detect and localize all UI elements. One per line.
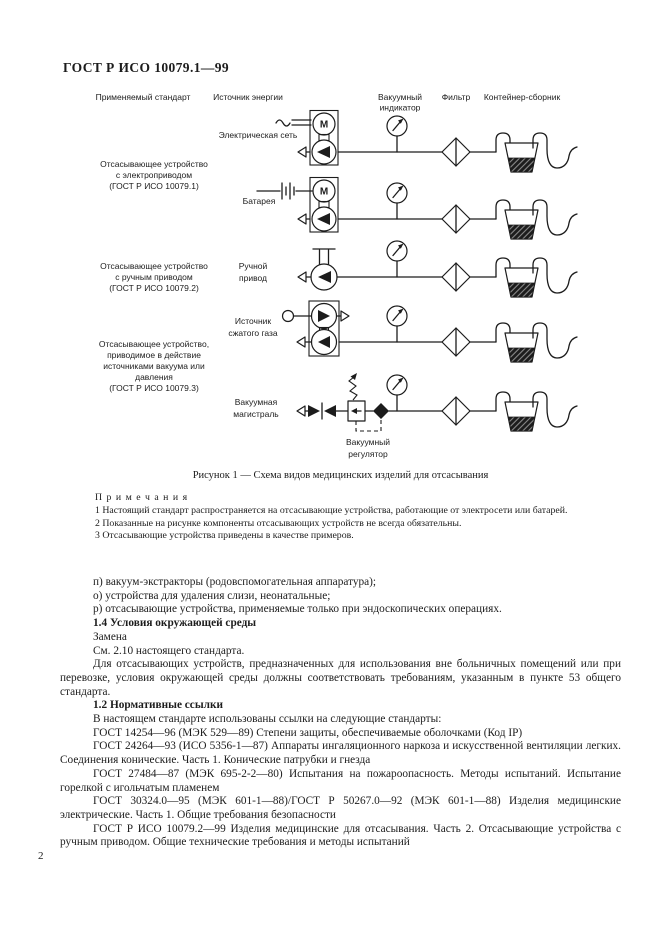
section-title-1-2: 1.2 Нормативные ссылки: [93, 699, 223, 712]
figure-caption: Рисунок 1 — Схема видов медицинских изде…: [192, 470, 489, 481]
svg-text:с ручным приводом: с ручным приводом: [115, 272, 193, 282]
hand-pump-icon: [297, 248, 338, 291]
list-item: п) вакуум-экстракторы (родовспомогательн…: [93, 576, 377, 588]
exhaust-arrow-icon: [340, 310, 350, 322]
label-vacuum-regulator: регулятор: [348, 449, 388, 459]
device-label-vacuum-pressure: Отсасывающее устройство, приводимое в де…: [99, 339, 209, 393]
label-vacuum-line: Вакуумная: [235, 397, 278, 407]
vacuum-gauge-icon: [386, 374, 408, 412]
label-vacuum-regulator: Вакуумный: [346, 437, 390, 447]
refs-intro: В настоящем стандарте использованы ссылк…: [93, 713, 442, 726]
col-header-filter: Фильтр: [442, 92, 471, 102]
svg-text:источниками вакуума или: источниками вакуума или: [103, 361, 205, 371]
col-header-vacuum-indicator: индикатор: [380, 103, 421, 113]
filter-icon: [441, 327, 471, 357]
vacuum-gauge-icon: [386, 240, 408, 278]
label-manual-drive: Ручной: [239, 261, 268, 271]
doc-header-title: ГОСТ Р ИСО 10079.1—99: [63, 60, 230, 75]
vacuum-regulator-icon: [347, 373, 366, 422]
label-battery: Батарея: [243, 196, 276, 206]
notes-block: П р и м е ч а н и я 1 Настоящий стандарт…: [63, 492, 620, 543]
row-compressed-gas: Источник сжатого газа: [228, 300, 578, 363]
col-header-container: Контейнер-сборник: [484, 92, 561, 102]
label-vacuum-line: магистраль: [233, 409, 279, 419]
replace-label: Замена: [93, 630, 127, 643]
svg-text:(ГОСТ Р ИСО 10079.1): (ГОСТ Р ИСО 10079.1): [109, 181, 199, 191]
row-electric-mains: Электрическая сеть M: [219, 109, 578, 173]
label-gas-source: Источник: [235, 316, 272, 326]
regulator-filter-icon: [373, 403, 389, 419]
gas-inlet-icon: [281, 309, 295, 323]
check-valve-icon: [308, 405, 320, 417]
battery-icon: [256, 182, 313, 200]
notes-title: П р и м е ч а н и я: [95, 492, 189, 503]
reference-item: ГОСТ 30324.0—95 (МЭК 601-1—88)/ГОСТ Р 50…: [60, 795, 621, 821]
see-reference: См. 2.10 настоящего стандарта.: [93, 644, 245, 657]
note-item: 2 Показанные на рисунке компоненты отсас…: [95, 517, 462, 529]
svg-text:с электроприводом: с электроприводом: [116, 170, 192, 180]
vacuum-gauge-icon: [386, 182, 408, 220]
suction-inlet-icon: [296, 405, 306, 417]
collector-container-icon: [495, 257, 578, 298]
vacuum-gauge-icon: [386, 305, 408, 343]
svg-text:Отсасывающее устройство: Отсасывающее устройство: [100, 261, 208, 271]
env-paragraph: Для отсасывающих устройств, предназначен…: [60, 658, 621, 698]
reference-item: ГОСТ Р ИСО 10079.2—99 Изделия медицински…: [60, 822, 621, 849]
collector-container-icon: [495, 132, 578, 173]
motor-pump-icon: [297, 109, 339, 166]
page-number: 2: [38, 850, 44, 862]
label-electric-mains: Электрическая сеть: [219, 130, 298, 140]
device-label-electric: Отсасывающее устройство с электроприводо…: [100, 159, 208, 191]
row-vacuum-line: Вакуумный регулятор Вакуумная магистраль: [233, 373, 578, 459]
col-header-vacuum-indicator: Вакуумный: [378, 92, 422, 102]
filter-icon: [441, 204, 471, 234]
col-header-applied-standard: Применяемый стандарт: [96, 92, 191, 102]
filter-icon: [441, 396, 471, 426]
col-header-energy-source: Источник энергии: [213, 92, 283, 102]
ac-mains-icon: [275, 119, 291, 127]
collector-container-icon: [495, 391, 578, 432]
list-item: о) устройства для удаления слизи, неонат…: [93, 589, 331, 602]
row-manual-drive: Ручной привод: [239, 240, 578, 298]
label-gas-source: сжатого газа: [228, 328, 278, 338]
vacuum-gauge-icon: [386, 115, 408, 153]
section-title-1-4: 1.4 Условия окружающей среды: [93, 617, 257, 630]
filter-icon: [441, 262, 471, 292]
reference-item: ГОСТ 14254—96 (МЭК 529—89) Степени защит…: [93, 726, 523, 739]
label-manual-drive: привод: [239, 273, 267, 283]
svg-text:Отсасывающее устройство: Отсасывающее устройство: [100, 159, 208, 169]
svg-text:Отсасывающее устройство,: Отсасывающее устройство,: [99, 339, 209, 349]
svg-text:давления: давления: [135, 372, 173, 382]
suction-inlet-icon: [296, 336, 306, 348]
svg-text:приводимое в действие: приводимое в действие: [107, 350, 201, 360]
venturi-unit-icon: [281, 300, 350, 357]
check-valve-icon: [324, 405, 336, 417]
motor-pump-icon: [297, 176, 339, 233]
body-text: п) вакуум-экстракторы (родовспомогательн…: [60, 576, 621, 850]
list-item: р) отсасывающие устройства, применяемые …: [93, 603, 502, 616]
regulator-callout-dashes: [355, 420, 382, 432]
note-item: 1 Настоящий стандарт распространяется на…: [95, 504, 568, 516]
svg-text:(ГОСТ Р ИСО 10079.2): (ГОСТ Р ИСО 10079.2): [109, 283, 199, 293]
collector-container-icon: [495, 199, 578, 240]
motor-letter: M: [320, 120, 328, 131]
figure-1-diagram: Применяемый стандарт Источник энергии Ва…: [96, 92, 578, 459]
filter-icon: [441, 137, 471, 167]
reference-item: ГОСТ 27484—87 (МЭК 695-2-2—80) Испытания…: [60, 767, 621, 794]
note-item: 3 Отсасывающие устройства приведены в ка…: [95, 530, 354, 542]
collector-container-icon: [495, 322, 578, 363]
device-label-manual: Отсасывающее устройство с ручным приводо…: [100, 261, 208, 293]
reference-item: ГОСТ 24264—93 (ИСО 5356-1—87) Аппараты и…: [60, 740, 621, 767]
svg-text:(ГОСТ Р ИСО 10079.3): (ГОСТ Р ИСО 10079.3): [109, 383, 199, 393]
motor-letter: M: [320, 187, 328, 198]
row-battery: Батарея M: [243, 176, 578, 240]
